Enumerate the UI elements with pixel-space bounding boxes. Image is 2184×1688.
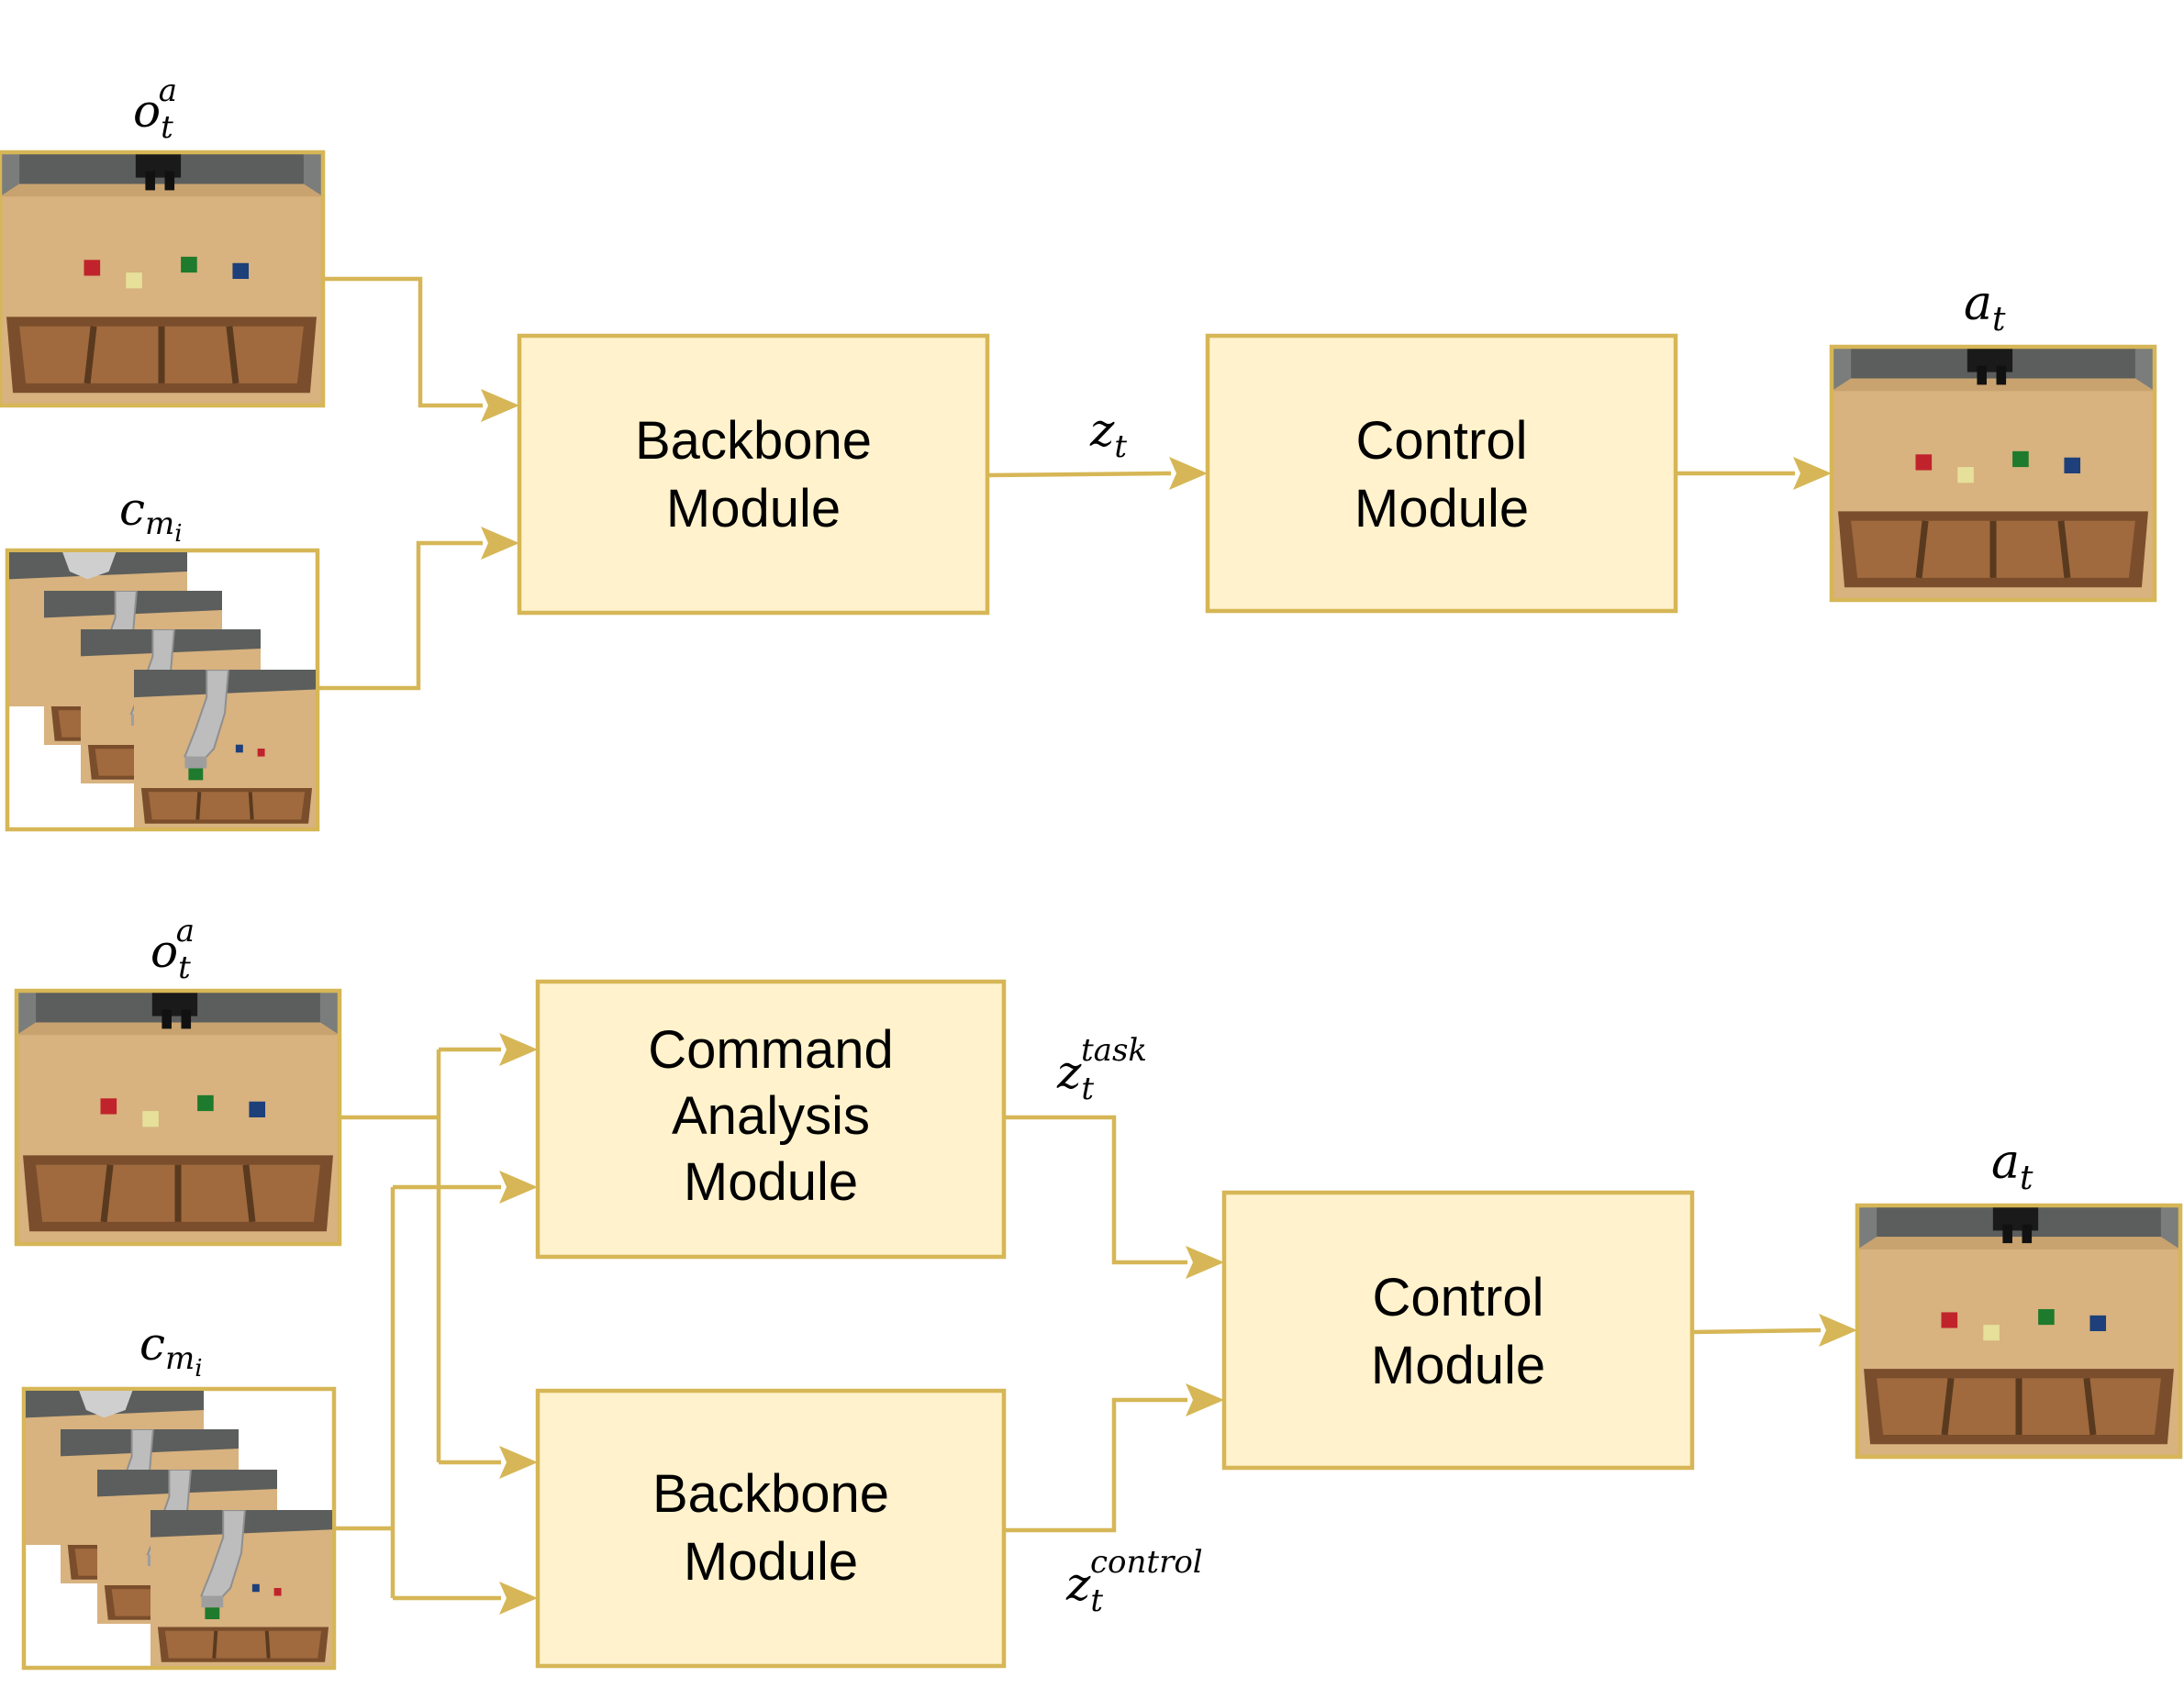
- top-control-line-1: Control: [1356, 411, 1528, 471]
- bottom-backbone-module: Backbone Module: [535, 1388, 1007, 1669]
- bottom-z-task-label: zttask: [1056, 1032, 1147, 1107]
- bottom-backbone-line-2: Module: [684, 1532, 858, 1592]
- top-arrowhead-output: [1793, 457, 1832, 490]
- bottom-wire-observation: [340, 1047, 501, 1465]
- bottom-context-label: cmi: [139, 1317, 203, 1383]
- bottom-arrowhead-task: [1186, 1246, 1224, 1279]
- bottom-context-image-stack: [21, 1386, 337, 1671]
- top-diagram: ota cmi Backbone Module: [0, 72, 2157, 832]
- top-wire-backbone-to-control: [986, 471, 1172, 478]
- bottom-arrowhead-output: [1819, 1314, 1857, 1347]
- bottom-arrowhead-ctx-to-command: [499, 1171, 538, 1204]
- bottom-observation-label: ota: [150, 913, 195, 986]
- bottom-control-line-2: Module: [1371, 1336, 1545, 1395]
- top-wire-context-to-backbone: [318, 540, 483, 691]
- top-arrowhead-observation: [481, 389, 519, 422]
- top-observation-label: ota: [133, 72, 177, 146]
- top-z-label: zt: [1089, 404, 1127, 465]
- top-backbone-module: Backbone Module: [517, 333, 990, 616]
- command-line-2: Analysis: [672, 1086, 870, 1146]
- top-arrowhead-context: [481, 527, 519, 560]
- command-line-1: Command: [648, 1020, 894, 1080]
- bottom-diagram: ota cmi Command Analysis Module: [14, 913, 2183, 1671]
- bottom-arrowhead-obs-to-command: [499, 1033, 538, 1066]
- bottom-control-module: Control Module: [1221, 1190, 1695, 1471]
- bottom-wire-context: [334, 1184, 501, 1601]
- bottom-wire-control-to-output: [1691, 1327, 1822, 1335]
- top-control-line-2: Module: [1354, 479, 1529, 539]
- top-context-label: cmi: [119, 483, 183, 548]
- bottom-wire-backbone-to-control: [1004, 1397, 1187, 1533]
- bottom-z-control-label: ztcontrol: [1065, 1544, 1203, 1619]
- bottom-backbone-line-1: Backbone: [652, 1464, 889, 1524]
- bottom-arrowhead-ctx-to-backbone: [499, 1582, 538, 1615]
- top-backbone-line-2: Module: [666, 479, 841, 539]
- top-arrowhead-control: [1169, 457, 1208, 490]
- top-context-image-stack: [5, 548, 320, 832]
- bottom-output-image: [1855, 1203, 2183, 1460]
- top-backbone-line-1: Backbone: [635, 411, 872, 471]
- top-output-label: at: [1964, 276, 2006, 339]
- command-line-3: Module: [684, 1152, 858, 1212]
- bottom-arrowhead-control-signal: [1186, 1383, 1224, 1416]
- bottom-output-label: at: [1991, 1135, 2034, 1197]
- top-wire-observation-to-backbone: [323, 276, 483, 408]
- top-output-image: [1829, 344, 2157, 603]
- top-control-module: Control Module: [1205, 333, 1678, 614]
- top-observation-image: [0, 150, 326, 408]
- bottom-control-line-1: Control: [1373, 1268, 1544, 1327]
- bottom-command-analysis-module: Command Analysis Module: [535, 979, 1007, 1260]
- bottom-wire-command-to-control: [1004, 1115, 1187, 1265]
- bottom-observation-image: [14, 988, 342, 1247]
- bottom-arrowhead-obs-to-backbone: [499, 1446, 538, 1479]
